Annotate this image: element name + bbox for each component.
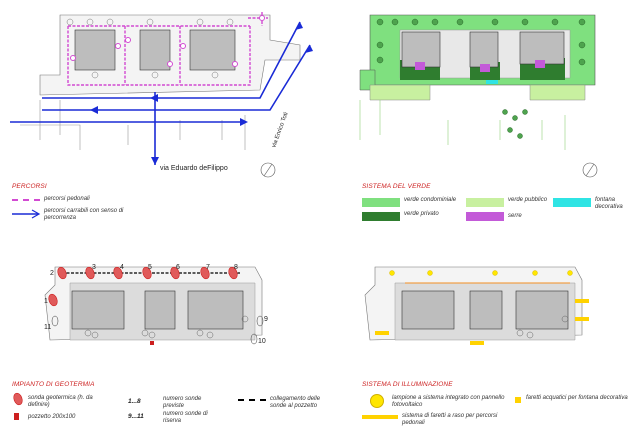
sonda-label: 3 xyxy=(92,264,96,271)
sonda-label: 7 xyxy=(206,264,210,271)
collegamento-swatch xyxy=(238,399,266,401)
faretti-acquatici-icon xyxy=(515,397,521,403)
legend-label: faretti acquatici per fontana decorativa xyxy=(526,395,628,401)
arrow-icon xyxy=(12,209,41,219)
sonda-label: 5 xyxy=(148,264,152,271)
north-arrow-icon xyxy=(582,162,598,178)
sonda-label: 2 xyxy=(50,270,54,277)
illuminazione-plan xyxy=(364,266,589,345)
percorsi-plan: via Eduardo deFilippo via Enrico Toti xyxy=(10,12,313,178)
legend-title-percorsi: PERCORSI xyxy=(12,183,47,190)
legend-label: percorsi pedonali xyxy=(44,196,90,202)
swatch-serre xyxy=(466,212,504,221)
lamp-icon xyxy=(370,394,384,408)
sonda-label: 9 xyxy=(264,316,268,323)
legend-bold: 1...8 xyxy=(128,398,141,405)
sonda-label: 8 xyxy=(234,264,238,271)
swatch-verde-condominiale xyxy=(362,198,400,207)
legend-title-geotermia: IMPIANTO DI GEOTERMIA xyxy=(12,381,95,388)
geotermia-plan: 2 3 4 5 6 7 8 1 11 9 10 xyxy=(44,264,268,345)
legend-label: numero sonde di riserva xyxy=(163,411,208,424)
sonda-icon xyxy=(13,392,23,406)
legend-label: percorsi carrabili con senso di percorre… xyxy=(44,208,124,221)
sonda-label: 1 xyxy=(44,298,48,305)
sonda-label: 10 xyxy=(258,338,266,345)
pozzetto-swatch xyxy=(14,413,19,420)
legend-label: sistema di faretti a raso per percorsi p… xyxy=(402,413,498,426)
legend-label: serre xyxy=(508,213,522,219)
strip-swatch xyxy=(362,415,398,419)
swatch-verde-pubblico xyxy=(466,198,504,207)
sonda-label: 11 xyxy=(44,324,51,331)
legend-label: pozzetto 200x100 xyxy=(28,414,76,420)
street-label: via Eduardo deFilippo xyxy=(160,165,228,172)
legend-label: numero sonde previste xyxy=(163,396,202,409)
legend-bold: 9...11 xyxy=(128,413,144,420)
swatch-verde-privato xyxy=(362,212,400,221)
pedestrian-swatch xyxy=(12,199,40,201)
legend-title-illuminazione: SISTEMA DI ILLUMINAZIONE xyxy=(362,381,453,388)
street-label-2: via Enrico Toti xyxy=(271,112,289,149)
sonda-label: 4 xyxy=(120,264,124,271)
legend-title-verde: SISTEMA DEL VERDE xyxy=(362,183,431,190)
legend-label: verde condominiale xyxy=(404,197,457,203)
legend-label: collegamento delle sonde al pozzetto xyxy=(270,396,321,409)
legend-label: sonda geotermica (h. da definire) xyxy=(28,395,93,408)
legend-label: lampione a sistema integrato con pannell… xyxy=(392,395,505,408)
sonda-label: 6 xyxy=(176,264,180,271)
swatch-fontana xyxy=(553,198,591,207)
legend-label: verde pubblico xyxy=(508,197,548,203)
legend-label: fontana decorativa xyxy=(595,197,623,210)
legend-label: verde privato xyxy=(404,211,439,217)
north-arrow-icon xyxy=(260,162,276,178)
verde-plan xyxy=(359,14,598,178)
